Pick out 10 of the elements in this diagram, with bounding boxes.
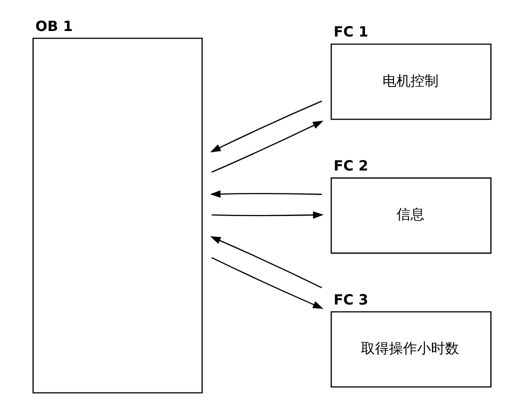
node-label: FC 2 — [334, 158, 368, 174]
arrow — [210, 100, 322, 152]
node-label: FC 3 — [334, 292, 368, 308]
node-label: FC 1 — [334, 24, 368, 41]
arrow — [210, 236, 322, 288]
arrow — [212, 211, 324, 219]
node-label: OB 1 — [35, 18, 73, 35]
arrow — [211, 120, 324, 173]
arrow — [211, 257, 324, 309]
arrow — [210, 190, 322, 198]
